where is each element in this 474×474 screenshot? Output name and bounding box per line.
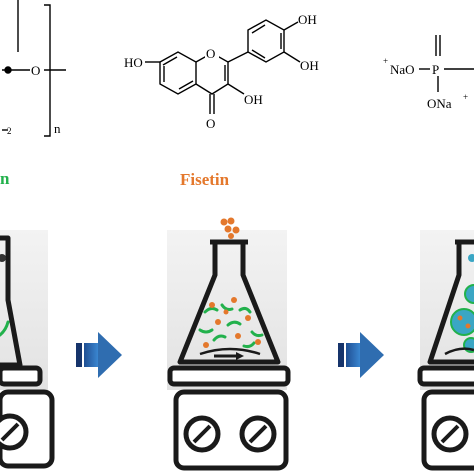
- nanoparticle-icon: [450, 284, 474, 353]
- chitosan-structure: [2, 0, 66, 137]
- chitosan-subscript: 2: [7, 126, 12, 136]
- chitosan-caption: n: [0, 169, 10, 188]
- chitosan-repeat-n: n: [54, 121, 61, 136]
- fisetin-3prime-hydroxyl: OH: [300, 58, 319, 73]
- step-2: [167, 217, 291, 471]
- step-1: [0, 230, 55, 469]
- fisetin-7-hydroxyl: HO: [124, 55, 143, 70]
- fisetin-structure: [145, 19, 301, 114]
- tpp-structure: [419, 35, 474, 92]
- tpp-phosphorus: P: [432, 62, 439, 77]
- step-3: [417, 230, 474, 471]
- stirrer-knob-icon: [0, 413, 29, 451]
- arrow-2: [338, 332, 384, 378]
- stirrer-plate: [167, 365, 291, 387]
- fisetin-ring-oxygen: O: [206, 46, 215, 61]
- tpp-plus-2: +: [463, 92, 468, 102]
- flask-fisetin-dots: [203, 297, 261, 348]
- tpp-nao: NaO: [390, 62, 415, 77]
- flask-contents: [198, 303, 264, 349]
- fisetin-particles-icon: [220, 217, 240, 239]
- fisetin-3-hydroxyl: OH: [244, 92, 263, 107]
- fisetin-carbonyl-oxygen: O: [206, 116, 215, 131]
- flask-icon-right: [427, 239, 474, 365]
- chitosan-oxygen-label: O: [31, 63, 40, 78]
- flask-icon: [177, 239, 281, 365]
- fisetin-4prime-hydroxyl: OH: [298, 12, 317, 27]
- fisetin-caption: Fisetin: [180, 170, 230, 189]
- tpp-plus-1: +: [383, 56, 388, 66]
- arrow-1: [76, 332, 122, 378]
- particle-dot: [0, 254, 6, 262]
- tpp-ona: ONa: [427, 96, 452, 111]
